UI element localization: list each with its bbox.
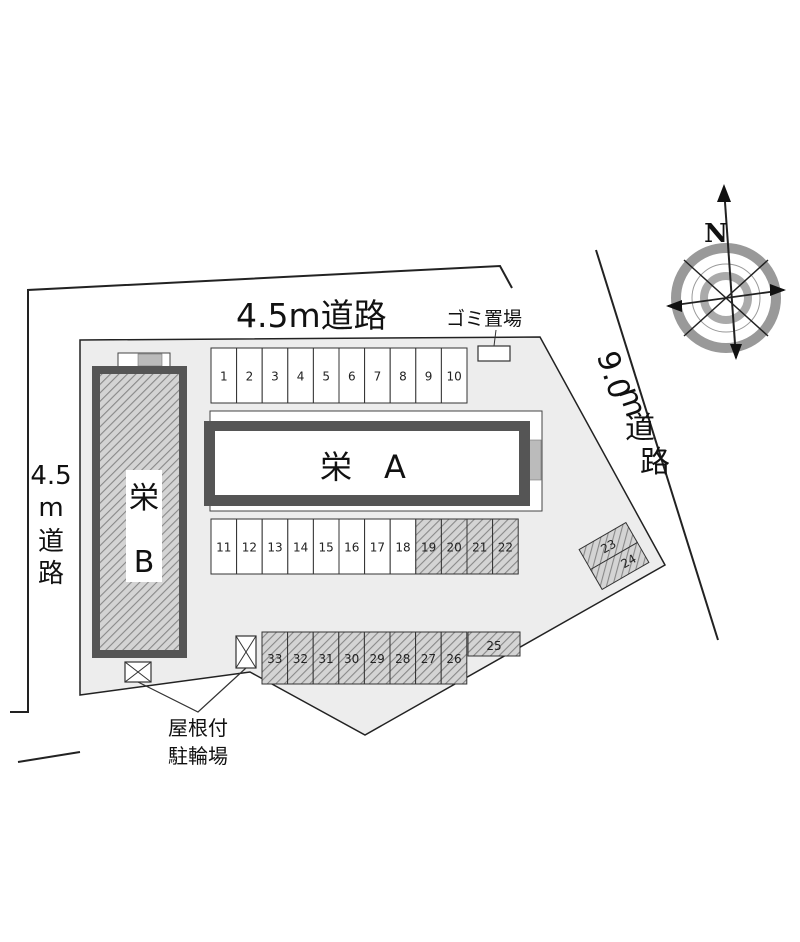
parking-slot-20: 20 xyxy=(440,518,468,575)
slot-number: 33 xyxy=(267,652,282,666)
slot-number: 22 xyxy=(498,541,513,555)
svg-text:道: 道 xyxy=(625,411,655,446)
slot-number: 29 xyxy=(370,652,385,666)
slot-number: 12 xyxy=(242,541,257,555)
slot-number: 14 xyxy=(293,541,308,555)
bike-parking-label-line2: 駐輪場 xyxy=(168,744,228,768)
slot-number: 32 xyxy=(293,652,308,666)
parking-slot-1: 1 xyxy=(210,347,238,404)
parking-slot-18: 18 xyxy=(389,518,417,575)
slot-number: 2 xyxy=(246,370,254,384)
slot-number: 21 xyxy=(472,541,487,555)
garbage-area: ゴミ置場 xyxy=(446,308,522,362)
parking-slot-11: 11 xyxy=(210,518,238,575)
parking-slot-25: 25 xyxy=(467,631,521,657)
road-label-top: 4.5m道路 xyxy=(236,296,387,335)
building-b-label-top: 栄 xyxy=(129,481,159,516)
parking-slot-2: 2 xyxy=(236,347,263,404)
parking-slot-9: 9 xyxy=(415,347,442,404)
parking-slot-4: 4 xyxy=(287,347,314,404)
slot-number: 17 xyxy=(370,541,385,555)
bike-parking-label-line1: 屋根付 xyxy=(168,716,228,740)
north-label: N xyxy=(704,219,728,249)
slot-number: 7 xyxy=(374,370,382,384)
parking-slot-17: 17 xyxy=(364,518,391,575)
svg-text:路: 路 xyxy=(38,559,64,589)
slot-number: 10 xyxy=(447,370,462,384)
slot-number: 19 xyxy=(421,541,436,555)
parking-slot-13: 13 xyxy=(261,518,289,575)
slot-number: 25 xyxy=(486,639,501,653)
parking-slot-15: 15 xyxy=(312,518,340,575)
parking-slot-19: 19 xyxy=(415,518,442,575)
parking-slot-7: 7 xyxy=(364,347,391,404)
parking-slot-26: 26 xyxy=(440,631,468,685)
parking-slot-10: 10 xyxy=(440,347,468,404)
parking-slot-16: 16 xyxy=(338,518,366,575)
garbage-label: ゴミ置場 xyxy=(446,308,522,330)
parking-slot-32: 32 xyxy=(287,631,314,685)
slot-number: 15 xyxy=(319,541,334,555)
slot-number: 24 xyxy=(619,552,639,572)
slot-number: 6 xyxy=(348,370,356,384)
building-b-label-bottom: B xyxy=(134,545,155,580)
slot-number: 23 xyxy=(598,537,618,557)
parking-slot-33: 33 xyxy=(261,631,289,685)
slot-number: 20 xyxy=(447,541,462,555)
slot-number: 4 xyxy=(297,370,305,384)
slot-number: 9 xyxy=(425,370,433,384)
building-a-label: 栄 A xyxy=(320,448,406,486)
svg-text:4.5: 4.5 xyxy=(30,461,71,491)
parking-slot-21: 21 xyxy=(466,518,494,575)
building-b: 栄 B xyxy=(92,352,187,658)
compass-icon: N xyxy=(666,184,786,360)
slot-number: 3 xyxy=(271,370,279,384)
slot-number: 13 xyxy=(267,541,282,555)
slot-number: 5 xyxy=(322,370,330,384)
parking-row-middle: 11 12 13 14 15 16 17 18 19 20 21 22 xyxy=(210,518,519,575)
parking-slot-5: 5 xyxy=(312,347,340,404)
parking-slot-14: 14 xyxy=(287,518,314,575)
slot-number: 16 xyxy=(344,541,359,555)
parking-row-top: 1 2 3 4 5 6 7 8 9 10 xyxy=(210,347,468,404)
road-edge-top-left xyxy=(10,264,513,713)
parking-slot-3: 3 xyxy=(261,347,289,404)
slot-number: 8 xyxy=(399,370,407,384)
svg-text:路: 路 xyxy=(640,445,670,480)
parking-slots-side: 23 24 xyxy=(578,521,650,591)
parking-slot-8: 8 xyxy=(389,347,417,404)
parking-slot-28: 28 xyxy=(389,631,417,685)
slot-number: 26 xyxy=(446,652,461,666)
slot-number: 31 xyxy=(318,652,333,666)
parking-slot-12: 12 xyxy=(236,518,263,575)
slot-number: 28 xyxy=(395,652,410,666)
slot-number: 1 xyxy=(220,370,228,384)
road-label-left: 4.5 m 道 路 xyxy=(30,461,71,589)
slot-number: 11 xyxy=(216,541,231,555)
road-edge-right xyxy=(595,249,719,641)
svg-text:m: m xyxy=(38,493,63,523)
road-edge-left-bottom xyxy=(17,751,81,763)
slot-number: 18 xyxy=(395,541,410,555)
parking-row-bottom: 33 32 31 30 29 28 27 26 xyxy=(261,631,468,685)
parking-slot-31: 31 xyxy=(312,631,340,685)
parking-slot-6: 6 xyxy=(338,347,366,404)
parking-slot-29: 29 xyxy=(363,631,391,685)
parking-slot-30: 30 xyxy=(338,631,365,685)
slot-number: 27 xyxy=(421,652,436,666)
building-a: 栄 A xyxy=(204,410,543,512)
parking-slot-22: 22 xyxy=(492,518,519,575)
parking-slot-27: 27 xyxy=(415,631,442,685)
slot-number: 30 xyxy=(344,652,359,666)
bike-parking: 屋根付 駐輪場 xyxy=(124,635,257,768)
svg-text:道: 道 xyxy=(38,527,64,557)
